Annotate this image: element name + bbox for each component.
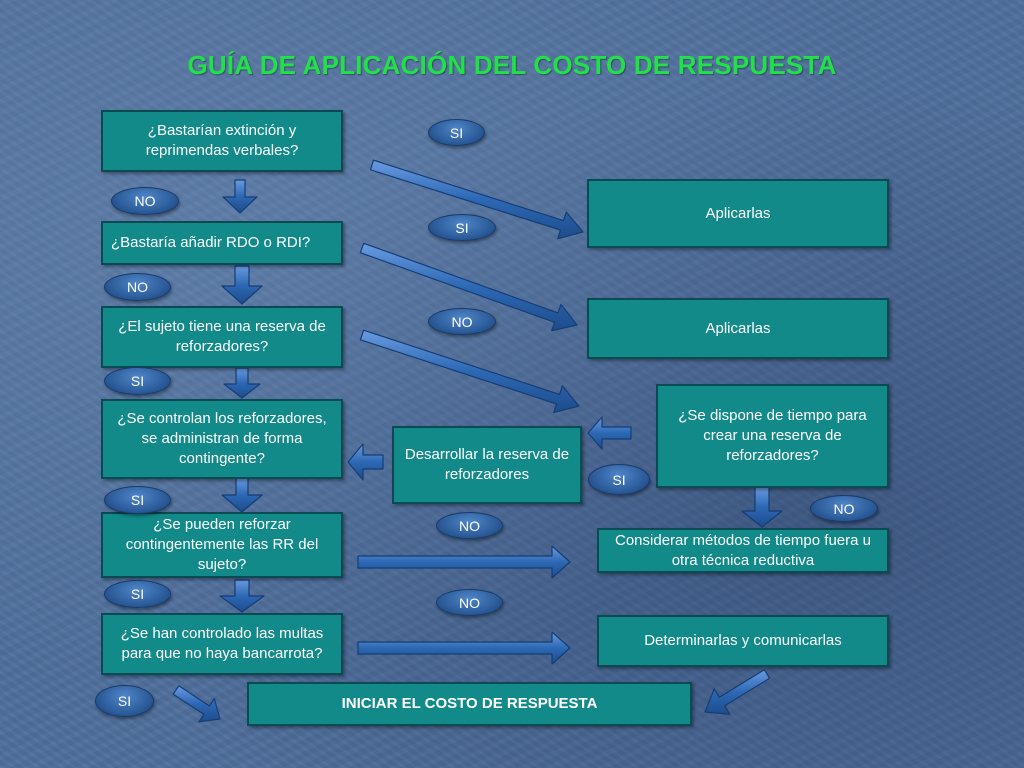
- label-no-3: NO: [428, 308, 496, 335]
- label-si-2: SI: [428, 214, 496, 241]
- question-fines-controlled-box: ¿Se han controlado las multas para que n…: [101, 613, 343, 675]
- apply-box-2: Aplicarlas: [587, 298, 889, 359]
- arrow-q2-down: [221, 265, 263, 305]
- arrow-q4-down: [221, 477, 263, 513]
- arrow-q5-down: [219, 579, 265, 613]
- question-reinforcer-reserve-box: ¿El sujeto tiene una reserva de reforzad…: [101, 306, 343, 368]
- arrow-q1-down: [222, 179, 258, 214]
- arrow-q3-to-time: [359, 329, 580, 414]
- timeout-methods-box: Considerar métodos de tiempo fuera u otr…: [597, 528, 889, 573]
- question-extinction-box: ¿Bastarían extinción y reprimendas verba…: [101, 110, 343, 172]
- arrow-fines-to-start: [704, 669, 771, 715]
- arrow-q2-to-apply2: [359, 242, 578, 332]
- label-si-7: SI: [95, 685, 154, 717]
- question-time-available-box: ¿Se dispone de tiempo para crear una res…: [656, 384, 889, 488]
- arrow-time-down: [741, 486, 783, 528]
- label-no-5: NO: [436, 512, 503, 539]
- arrow-q1-to-apply1: [369, 159, 584, 240]
- label-si-6: SI: [104, 580, 171, 608]
- question-reinforcer-control-box: ¿Se controlan los reforzadores, se admin…: [101, 399, 343, 479]
- label-si-5: SI: [104, 486, 171, 514]
- determine-fines-box: Determinarlas y comunicarlas: [597, 615, 889, 667]
- arrow-q6-to-fines: [357, 631, 571, 665]
- apply-box-1: Aplicarlas: [587, 179, 889, 248]
- question-reinforce-rr-box: ¿Se pueden reforzar contingentemente las…: [101, 512, 343, 578]
- arrow-q5-to-timeout: [357, 545, 571, 579]
- start-response-cost-box: INICIAR EL COSTO DE RESPUESTA: [247, 682, 692, 726]
- label-si-1: SI: [428, 119, 485, 146]
- arrow-si-to-start: [172, 685, 221, 723]
- label-no-1: NO: [111, 187, 179, 215]
- label-no-2: NO: [104, 273, 171, 301]
- arrow-time-to-develop: [587, 416, 632, 450]
- question-rdo-rdi-box: ¿Bastaría añadir RDO o RDI?: [101, 221, 343, 265]
- label-si-3: SI: [104, 367, 171, 395]
- label-no-4: NO: [810, 495, 878, 522]
- arrow-develop-to-q4: [347, 443, 384, 481]
- arrow-q3-down: [223, 367, 261, 399]
- page-title: GUÍA DE APLICACIÓN DEL COSTO DE RESPUEST…: [187, 50, 837, 80]
- develop-reserve-box: Desarrollar la reserva de reforzadores: [392, 426, 582, 504]
- label-no-6: NO: [436, 589, 503, 616]
- label-si-4: SI: [588, 464, 650, 495]
